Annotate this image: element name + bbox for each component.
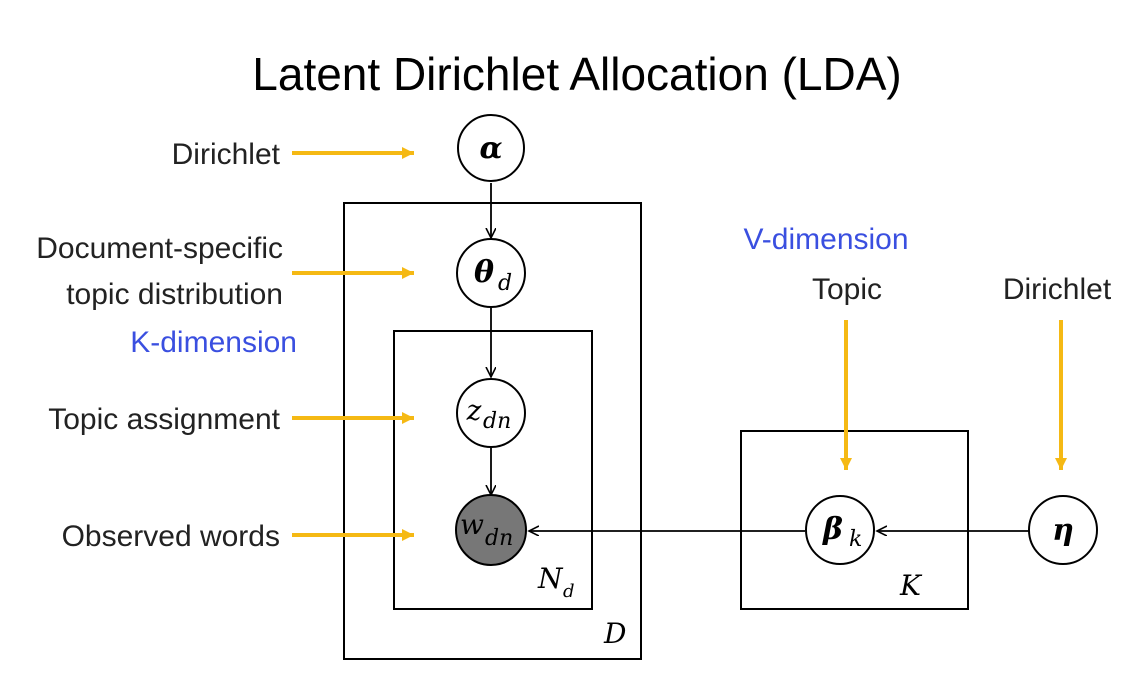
node-z-symbol: z xyxy=(466,394,482,427)
label-topic-assignment: Topic assignment xyxy=(48,403,280,436)
label-topic-distribution: topic distribution xyxy=(66,278,283,311)
node-w-subscript: dn xyxy=(485,526,513,551)
label-document-specific: Document-specific xyxy=(36,232,283,265)
plate-words-subscript: d xyxy=(563,581,575,602)
node-alpha: α xyxy=(457,114,525,182)
node-beta: β k xyxy=(805,495,875,565)
node-beta-subscript: k xyxy=(849,527,862,552)
node-w-symbol: w xyxy=(460,508,484,541)
label-k-dimension: K-dimension xyxy=(130,326,297,359)
plate-words xyxy=(393,330,593,610)
node-z: z dn xyxy=(456,378,526,448)
node-eta-symbol: η xyxy=(1052,513,1074,548)
node-alpha-symbol: α xyxy=(479,131,502,166)
page-title: Latent Dirichlet Allocation (LDA) xyxy=(252,48,901,100)
node-theta-subscript: d xyxy=(498,271,512,296)
label-topic: Topic xyxy=(812,273,882,306)
plate-words-label: N d xyxy=(537,562,575,602)
label-v-dimension: V-dimension xyxy=(743,223,908,256)
node-z-subscript: dn xyxy=(483,409,511,434)
node-beta-symbol: β xyxy=(822,512,843,547)
label-observed-words: Observed words xyxy=(62,520,280,553)
plate-topics xyxy=(740,430,969,610)
plate-document-label: D xyxy=(603,617,626,650)
plate-document xyxy=(343,202,642,660)
node-eta: η xyxy=(1028,495,1098,565)
label-dirichlet-right: Dirichlet xyxy=(1003,273,1112,306)
node-theta-symbol: θ xyxy=(474,255,494,290)
plate-topics-label: K xyxy=(899,569,923,602)
plate-words-letter: N xyxy=(537,562,564,595)
label-dirichlet-left: Dirichlet xyxy=(172,138,281,171)
node-theta: θ d xyxy=(456,238,526,308)
node-w-observed: w dn xyxy=(455,494,527,566)
